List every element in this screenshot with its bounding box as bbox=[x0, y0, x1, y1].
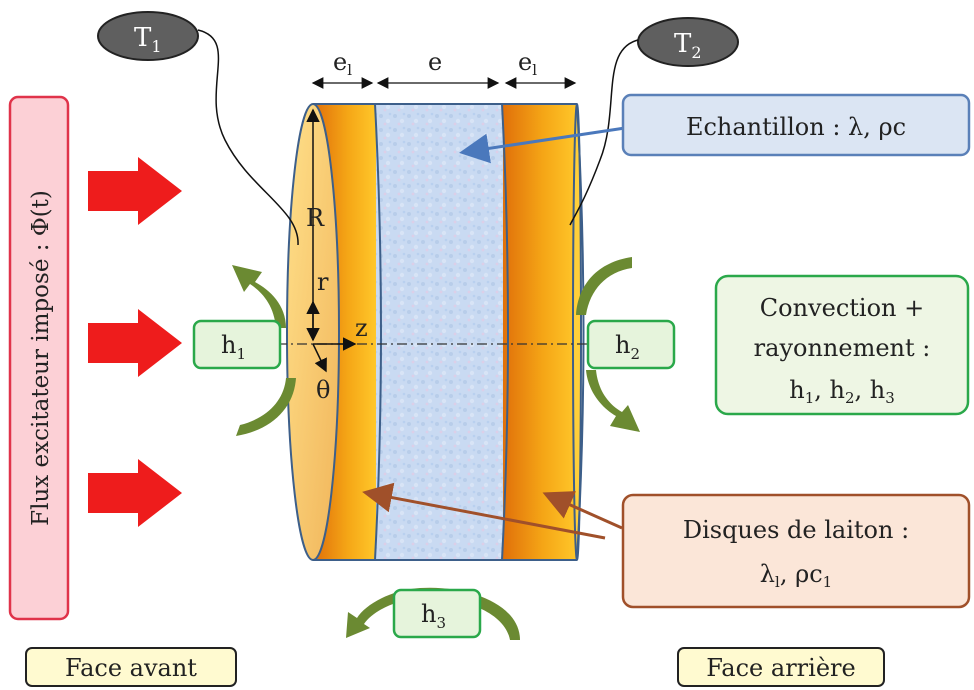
thermocouple-t1-wire bbox=[197, 29, 299, 246]
flux-arrow-bottom bbox=[88, 459, 182, 527]
green-arrow-front-top bbox=[232, 265, 286, 328]
disques-box bbox=[621, 493, 971, 609]
flux-box-text: Flux excitateur imposé : Φ(t) bbox=[28, 190, 54, 526]
echantillon-pointer bbox=[459, 126, 626, 164]
disques-line1: Disques de laiton : bbox=[683, 516, 909, 544]
label-r: r bbox=[317, 268, 329, 296]
green-arrow-front-bottom bbox=[236, 378, 296, 436]
h2-box bbox=[586, 319, 676, 370]
label-e1-right: el bbox=[518, 48, 537, 79]
h2-label: h2 bbox=[615, 331, 640, 363]
disques-pointer-right bbox=[542, 491, 623, 530]
flux-box bbox=[8, 95, 70, 621]
disques-line2: λl, ρc1 bbox=[760, 560, 832, 591]
h3-box bbox=[392, 588, 482, 639]
echantillon-text: Echantillon : λ, ρc bbox=[686, 113, 906, 141]
convection-box bbox=[714, 274, 970, 416]
theta-arrow bbox=[312, 343, 327, 373]
h1-box bbox=[192, 319, 282, 370]
label-theta: θ bbox=[316, 376, 330, 404]
convection-line3: h1, h2, h3 bbox=[789, 376, 895, 407]
green-arrow-rear-top bbox=[576, 257, 632, 315]
svg-text:T2: T2 bbox=[674, 29, 702, 62]
sample-body bbox=[375, 104, 503, 560]
face-avant-box bbox=[25, 647, 237, 687]
right-brass-disk bbox=[502, 104, 577, 560]
face-arriere-box bbox=[677, 647, 885, 687]
disques-pointer-left bbox=[362, 482, 606, 540]
convection-line1: Convection + bbox=[760, 294, 924, 322]
face-arriere-label: Face arrière bbox=[706, 654, 855, 682]
h3-label: h3 bbox=[421, 600, 446, 632]
svg-text:T1: T1 bbox=[134, 23, 162, 56]
thermocouple-t1: T1 bbox=[97, 11, 199, 61]
label-e1-left: el bbox=[333, 48, 352, 79]
cylinder-assembly bbox=[286, 103, 585, 561]
echantillon-box bbox=[621, 93, 971, 157]
flux-arrow-middle bbox=[88, 309, 182, 377]
thermocouple-t2: T2 bbox=[637, 17, 739, 67]
convection-line2: rayonnement : bbox=[754, 334, 931, 362]
label-R: R bbox=[306, 204, 325, 232]
face-avant-label: Face avant bbox=[65, 654, 197, 682]
h1-label: h1 bbox=[221, 331, 246, 363]
green-arrow-rear-bottom bbox=[586, 370, 640, 432]
flux-arrow-top bbox=[88, 157, 182, 225]
label-z: z bbox=[355, 314, 368, 342]
label-e-center: e bbox=[428, 48, 442, 76]
flux-arrows bbox=[88, 157, 182, 527]
thermocouple-t2-wire bbox=[569, 39, 639, 226]
